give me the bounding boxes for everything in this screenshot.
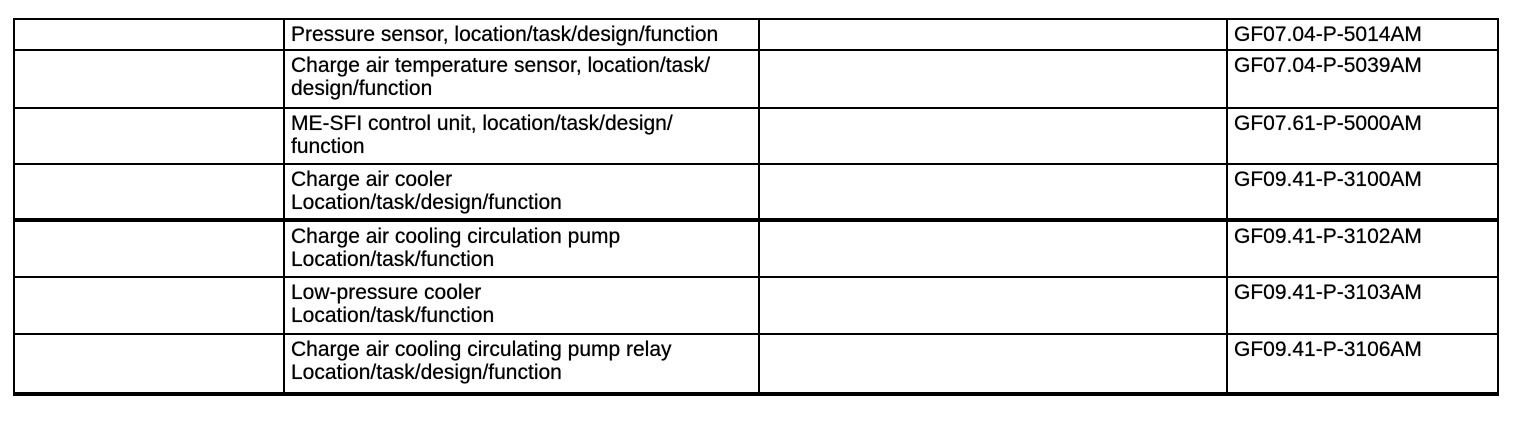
empty-cell	[758, 163, 1228, 222]
description-cell: Charge air cooling circulating pump rela…	[283, 333, 760, 396]
table-row: Charge air temperature sensor, location/…	[13, 49, 1499, 109]
empty-cell	[13, 276, 285, 335]
table-row: Pressure sensor, location/task/design/fu…	[13, 18, 1499, 51]
empty-cell	[758, 49, 1228, 109]
document-code-cell: GF09.41-P-3102AM	[1226, 219, 1499, 278]
empty-cell	[758, 333, 1228, 396]
empty-cell	[758, 219, 1228, 278]
document-code-cell: GF09.41-P-3103AM	[1226, 276, 1499, 335]
table-row: Low-pressure cooler Location/task/functi…	[13, 276, 1499, 335]
empty-cell	[13, 49, 285, 109]
table-row: ME-SFI control unit, location/task/desig…	[13, 107, 1499, 165]
description-cell: Low-pressure cooler Location/task/functi…	[283, 276, 760, 335]
description-cell: Pressure sensor, location/task/design/fu…	[283, 18, 760, 51]
table-row: Charge air cooling circulating pump rela…	[13, 333, 1499, 396]
table-row: Charge air cooling circulation pump Loca…	[13, 219, 1499, 278]
empty-cell	[13, 107, 285, 165]
document-code-cell: GF07.04-P-5014AM	[1226, 18, 1499, 51]
empty-cell	[758, 276, 1228, 335]
document-code-cell: GF09.41-P-3106AM	[1226, 333, 1499, 396]
document-links-table: Pressure sensor, location/task/design/fu…	[13, 18, 1499, 396]
empty-cell	[758, 18, 1228, 51]
document-code-cell: GF09.41-P-3100AM	[1226, 163, 1499, 222]
empty-cell	[13, 333, 285, 396]
description-cell: Charge air temperature sensor, location/…	[283, 49, 760, 109]
document-code-cell: GF07.04-P-5039AM	[1226, 49, 1499, 109]
empty-cell	[13, 163, 285, 222]
table-body: Pressure sensor, location/task/design/fu…	[13, 18, 1499, 396]
description-cell: ME-SFI control unit, location/task/desig…	[283, 107, 760, 165]
empty-cell	[13, 18, 285, 51]
empty-cell	[758, 107, 1228, 165]
description-cell: Charge air cooler Location/task/design/f…	[283, 163, 760, 222]
document-code-cell: GF07.61-P-5000AM	[1226, 107, 1499, 165]
table-row: Charge air cooler Location/task/design/f…	[13, 163, 1499, 222]
description-cell: Charge air cooling circulation pump Loca…	[283, 219, 760, 278]
empty-cell	[13, 219, 285, 278]
